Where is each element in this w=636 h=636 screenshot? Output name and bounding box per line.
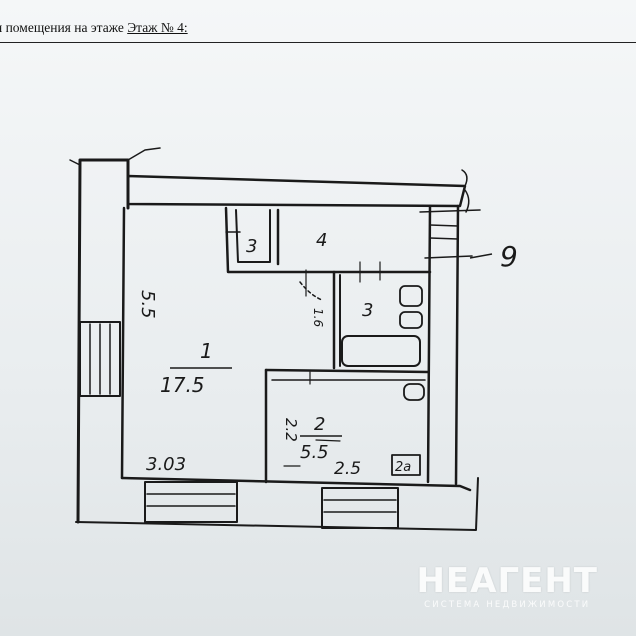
watermark-tagline: СИСТЕМА НЕДВИЖИМОСТИ bbox=[424, 600, 591, 610]
outer-wall-bottom bbox=[120, 476, 472, 492]
stove-box bbox=[391, 454, 421, 476]
dim-room2-width: 2.5 bbox=[334, 459, 361, 479]
closet-small bbox=[235, 209, 271, 263]
header-prefix: я помещения на этаже bbox=[0, 20, 124, 35]
wall-room4 bbox=[224, 206, 432, 274]
sink-fixture bbox=[399, 311, 423, 329]
dim-room1-width: 3.03 bbox=[146, 454, 186, 475]
room1-number: 1 bbox=[200, 339, 213, 363]
room4-number: 4 bbox=[316, 230, 327, 251]
room2-area: 5.5 bbox=[300, 442, 329, 463]
outer-wall-top bbox=[126, 174, 467, 208]
dim-bath-height: 1.6 bbox=[311, 308, 325, 327]
watermark-logo: НЕАГЕНТ СИСТЕМА НЕДВИЖИМОСТИ bbox=[416, 564, 598, 610]
bathtub bbox=[341, 335, 421, 367]
watermark-brand: НЕАГЕНТ bbox=[416, 561, 598, 601]
room2-number: 2 bbox=[314, 414, 325, 435]
niche-label: 2а bbox=[395, 460, 411, 475]
closet-number: 3 bbox=[246, 236, 257, 257]
apartment-number: 9 bbox=[500, 240, 518, 273]
document-header: я помещения на этаже Этаж № 4: bbox=[0, 10, 636, 43]
room1-area: 17.5 bbox=[160, 373, 205, 397]
inner-wall-right bbox=[426, 204, 432, 484]
kitchen-sink bbox=[403, 383, 425, 401]
dim-room1-height: 5.5 bbox=[137, 290, 158, 319]
dim-room2-height: 2.2 bbox=[282, 418, 300, 442]
window-bottom-1 bbox=[144, 481, 238, 523]
bath-number: 3 bbox=[362, 300, 373, 321]
window-left bbox=[79, 321, 121, 397]
floor-label: Этаж № 4: bbox=[127, 20, 188, 35]
window-bottom-2 bbox=[321, 487, 399, 529]
toilet-fixture bbox=[399, 285, 423, 307]
wall-room2-top bbox=[264, 368, 430, 374]
